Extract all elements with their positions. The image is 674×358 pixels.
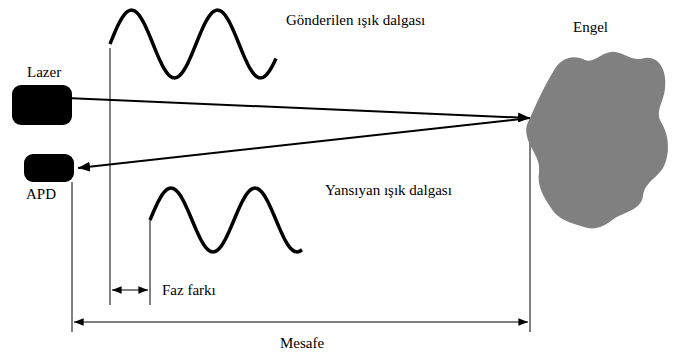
- laser-source: Lazer: [10, 63, 74, 127]
- distance-label: Mesafe: [278, 334, 326, 352]
- extension-line: [530, 122, 531, 332]
- obstacle: Engel: [515, 18, 674, 238]
- wave-label: Yansıyan ışık dalgası: [323, 181, 454, 199]
- phase-dimension: [112, 289, 148, 290]
- extension-line: [150, 220, 151, 305]
- reflected-wave: [150, 188, 302, 252]
- extension-line: [110, 48, 111, 305]
- sent-wave: [110, 10, 276, 78]
- apd-detector: APD: [22, 152, 78, 204]
- wave-label: Gönderilen ışık dalgası: [284, 11, 427, 29]
- node-label: Lazer: [27, 63, 61, 81]
- phase-label: Faz farkı: [160, 281, 218, 299]
- light-ray: [72, 98, 530, 118]
- wave-group: [110, 10, 302, 252]
- node-label: APD: [26, 185, 56, 203]
- extension-line: [72, 182, 73, 332]
- node-label: Engel: [573, 18, 608, 36]
- obstacle-outline: [526, 52, 668, 229]
- light-ray: [78, 118, 530, 168]
- device-body: [12, 85, 72, 125]
- obstacle-shape: [515, 40, 673, 235]
- distance-dimension: [74, 321, 528, 322]
- device-body: [24, 154, 74, 182]
